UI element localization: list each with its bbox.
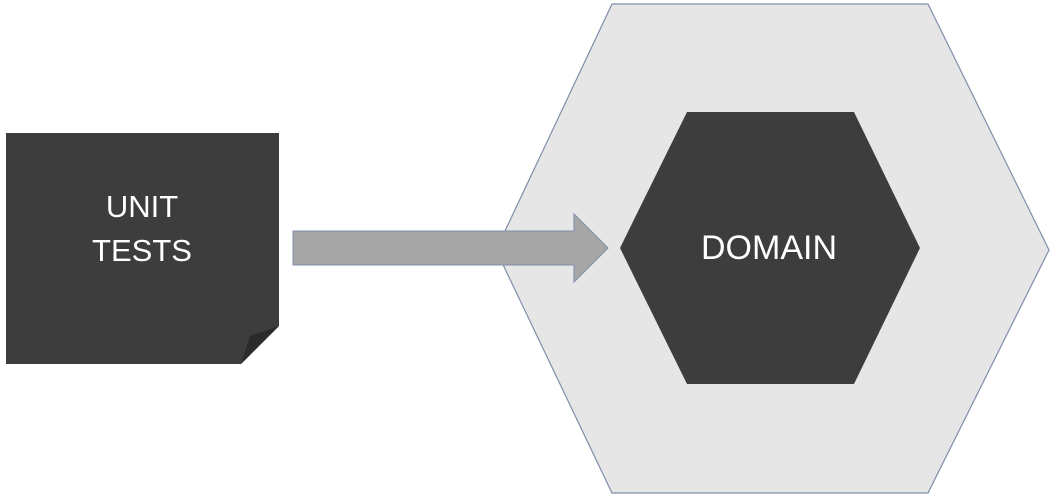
- domain-node: DOMAIN: [620, 112, 920, 384]
- domain-hexagon: [620, 112, 920, 384]
- domain-label: DOMAIN: [701, 229, 837, 267]
- unit-tests-note: [6, 133, 279, 364]
- unit-tests-node: UNIT TESTS: [6, 133, 279, 364]
- unit-tests-label-line1: UNIT: [106, 189, 178, 224]
- unit-tests-note-fold: [241, 326, 279, 364]
- arrow-unit-tests-to-domain: [292, 212, 609, 284]
- unit-tests-label-line2: TESTS: [92, 233, 192, 268]
